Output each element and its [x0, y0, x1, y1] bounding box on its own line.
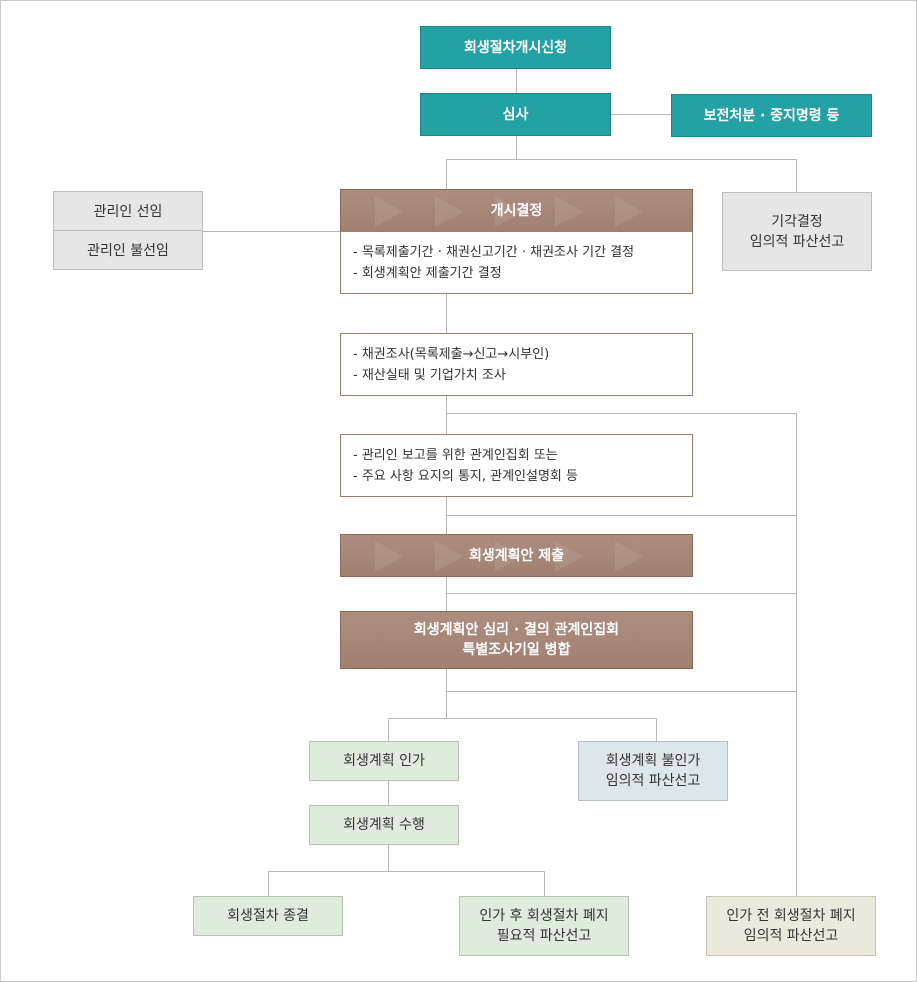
- plan-approval-box: 회생계획 인가: [309, 741, 459, 781]
- preservation-label: 보전처분 · 중지명령 등: [703, 107, 840, 124]
- investigation-item: - 재산실태 및 기업가치 조사: [353, 367, 506, 383]
- review-box: 심사: [420, 93, 611, 136]
- commencement-item: - 회생계획안 제출기간 결정: [353, 265, 502, 281]
- dismissal-line: 임의적 파산선고: [749, 233, 845, 250]
- plan-rejection-line: 회생계획 불인가: [605, 753, 701, 769]
- petition-label: 회생절차개시신청: [463, 39, 568, 56]
- trustee-appointed: 관리인 선임: [93, 204, 163, 220]
- plan-meeting-line: 회생계획안 심리 · 결의 관계인집회: [413, 622, 620, 638]
- plan-meeting-box: 회생계획안 심리 · 결의 관계인집회 특별조사기일 병합: [340, 611, 693, 669]
- meeting-item: - 주요 사항 요지의 통지, 관계인설명회 등: [353, 468, 578, 484]
- petition-box: 회생절차개시신청: [420, 26, 611, 69]
- plan-meeting-line: 특별조사기일 병합: [462, 642, 571, 658]
- dismissal-box: 기각결정 임의적 파산선고: [722, 192, 872, 271]
- chevron-arrows-decoration: [375, 541, 643, 572]
- abolition-after-line: 인가 후 회생절차 폐지: [479, 908, 609, 924]
- commencement-box: 개시결정: [340, 189, 693, 232]
- meeting-items: - 관리인 보고를 위한 관계인집회 또는 - 주요 사항 요지의 통지, 관계…: [340, 434, 693, 497]
- commencement-label: 개시결정: [490, 202, 543, 219]
- plan-rejection-box: 회생계획 불인가 임의적 파산선고: [578, 741, 728, 801]
- review-label: 심사: [502, 106, 529, 123]
- abolition-before-line: 인가 전 회생절차 폐지: [726, 908, 856, 924]
- commencement-items: - 목록제출기간 · 채권신고기간 · 채권조사 기간 결정 - 회생계획안 제…: [340, 231, 693, 294]
- trustee-not-appointed: 관리인 불선임: [54, 230, 202, 269]
- investigation-items: - 채권조사(목록제출→신고→시부인) - 재산실태 및 기업가치 조사: [340, 333, 693, 396]
- meeting-item: - 관리인 보고를 위한 관계인집회 또는: [353, 447, 558, 463]
- preservation-box: 보전처분 · 중지명령 등: [671, 94, 872, 137]
- dismissal-line: 기각결정: [771, 213, 823, 230]
- abolition-after-box: 인가 후 회생절차 폐지 필요적 파산선고: [459, 896, 629, 956]
- plan-submission-box: 회생계획안 제출: [340, 534, 693, 577]
- plan-approval-label: 회생계획 인가: [343, 753, 425, 769]
- abolition-before-box: 인가 전 회생절차 폐지 임의적 파산선고: [706, 896, 876, 956]
- commencement-item: - 목록제출기간 · 채권신고기간 · 채권조사 기간 결정: [353, 244, 635, 260]
- plan-execution-label: 회생계획 수행: [343, 817, 425, 833]
- chevron-arrows-decoration: [375, 196, 643, 227]
- abolition-after-line: 필요적 파산선고: [496, 928, 592, 944]
- abolition-before-line: 임의적 파산선고: [743, 928, 839, 944]
- termination-label: 회생절차 종결: [227, 908, 309, 924]
- termination-box: 회생절차 종결: [193, 896, 343, 936]
- plan-rejection-line: 임의적 파산선고: [605, 773, 701, 789]
- plan-execution-box: 회생계획 수행: [309, 805, 459, 845]
- plan-submission-label: 회생계획안 제출: [468, 547, 565, 564]
- investigation-item: - 채권조사(목록제출→신고→시부인): [353, 346, 550, 362]
- trustee-stack: 관리인 선임 관리인 불선임: [53, 191, 203, 270]
